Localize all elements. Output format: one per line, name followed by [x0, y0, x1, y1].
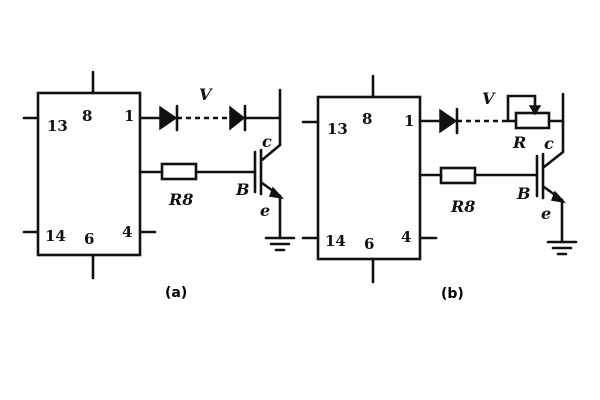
diode-label-a: V	[199, 85, 213, 104]
collector-label-a: c	[262, 132, 272, 151]
diode-label-b: V	[482, 89, 496, 108]
pin6-label-a: 6	[84, 230, 94, 248]
caption-b: (b)	[441, 286, 464, 302]
ic-block-a	[36, 91, 142, 257]
emitter-label-b: e	[541, 204, 551, 223]
pin8-label-a: 8	[82, 107, 92, 125]
pot-label-b: R	[512, 133, 526, 152]
pin13-label-a: 13	[47, 117, 68, 135]
diode2-icon-a	[229, 105, 246, 131]
potentiometer-b	[514, 111, 551, 130]
diagram-b: 13 8 1 14 6 4 V R R8	[301, 74, 578, 302]
caption-a: (a)	[165, 285, 187, 301]
base-resistor-b	[439, 166, 477, 185]
diode1-icon-a	[159, 105, 178, 131]
pin4-label-b: 4	[401, 228, 411, 246]
resistor-label-b: R8	[450, 197, 475, 216]
pin13-label-b: 13	[327, 120, 348, 138]
pin1-label-b: 1	[404, 112, 414, 130]
pin14-label-b: 14	[325, 232, 346, 250]
base-resistor-a	[160, 162, 198, 181]
pin6-label-b: 6	[364, 235, 374, 253]
pin8-label-b: 8	[362, 110, 372, 128]
pin4-label-a: 4	[122, 223, 132, 241]
emitter-label-a: e	[260, 201, 270, 220]
ic-block-b	[316, 95, 422, 261]
diode-icon-b	[439, 108, 458, 134]
pin1-label-a: 1	[124, 107, 134, 125]
pot-wiper-b	[506, 94, 537, 123]
pin14-label-a: 14	[45, 227, 66, 245]
diagram-a: 13 8 1 14 6 4 V R8 c B e	[22, 70, 296, 301]
collector-lead-b	[542, 150, 565, 169]
collector-lead-a	[260, 143, 282, 162]
collector-label-b: c	[544, 134, 554, 153]
resistor-label-a: R8	[168, 190, 193, 209]
wiper-arrow-icon-b	[528, 105, 542, 116]
base-label-a: B	[235, 180, 250, 199]
base-label-b: B	[516, 184, 531, 203]
